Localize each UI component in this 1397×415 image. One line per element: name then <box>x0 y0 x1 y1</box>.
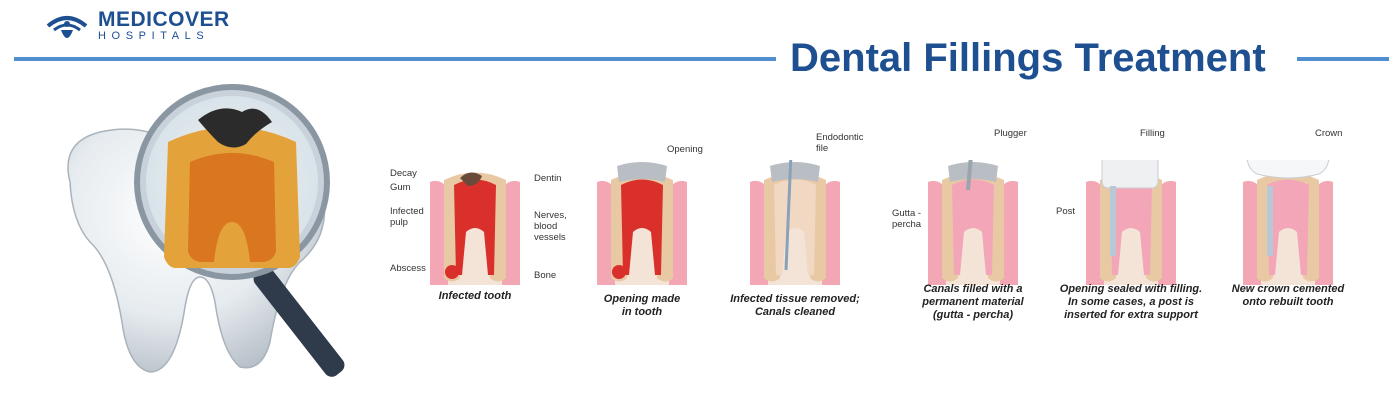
caption-stage-6: New crown cemented onto rebuilt tooth <box>1231 283 1345 308</box>
lens-pulp <box>188 153 276 262</box>
label-opening: Opening <box>667 144 703 155</box>
label-nerves: Nerves, blood vessels <box>534 210 567 243</box>
caption-stage-3: Infected tissue removed; Canals cleaned <box>730 293 860 318</box>
stage1-illustration <box>430 172 520 285</box>
stage6-illustration <box>1243 160 1333 285</box>
stage2-illustration <box>597 162 687 285</box>
label-dentin: Dentin <box>534 173 562 184</box>
caption-stage-5: Opening sealed with filling. In some cas… <box>1059 283 1203 321</box>
label-filling: Filling <box>1140 128 1165 139</box>
lens-decay <box>198 108 272 148</box>
label-decay: Decay <box>390 168 417 179</box>
label-bone: Bone <box>534 270 557 281</box>
label-abscess: Abscess <box>390 263 426 274</box>
stage-opening-sealed: Filling Post Opening sealed with filling… <box>1056 128 1202 321</box>
label-post: Post <box>1056 206 1076 217</box>
title-line-left <box>14 57 776 61</box>
stage4-illustration <box>928 160 1018 285</box>
stage-new-crown: Crown New crown cemented onto rebuilt to… <box>1232 128 1344 308</box>
caption-stage-1: Infected tooth <box>438 290 512 302</box>
hero-tooth-magnifier <box>67 84 345 377</box>
label-gum: Gum <box>390 182 411 193</box>
stage-tissue-removed: Endodontic file Infected tissue removed;… <box>730 132 863 318</box>
title-line-right <box>1297 57 1389 61</box>
caption-stage-2: Opening made in tooth <box>603 293 681 318</box>
stage3-illustration <box>750 160 840 285</box>
brand-name: MEDICOVER <box>98 8 230 31</box>
label-crown: Crown <box>1315 128 1343 139</box>
brand-logo: MEDICOVER HOSPITALS <box>44 8 244 48</box>
label-infected-pulp: Infected pulp <box>390 206 424 228</box>
brand-sub: HOSPITALS <box>98 30 210 42</box>
label-endodontic-file: Endodontic file <box>816 132 864 154</box>
label-gutta-percha: Gutta - percha <box>892 208 922 230</box>
stage-infected-tooth: Decay Gum Infected pulp Abscess Dentin N… <box>390 160 567 302</box>
page-title: Dental Fillings Treatment <box>790 36 1266 80</box>
magnifier-handle <box>253 267 345 377</box>
caption-stage-4: Canals filled with a permanent material … <box>922 283 1024 321</box>
stage-opening-made: Opening Opening made in tooth <box>597 144 703 318</box>
logo-mark-icon <box>46 16 88 38</box>
label-plugger: Plugger <box>994 128 1027 139</box>
stage-canals-filled: Plugger Gutta - percha Canals filled wit… <box>892 128 1027 321</box>
stage5-illustration <box>1086 160 1176 285</box>
